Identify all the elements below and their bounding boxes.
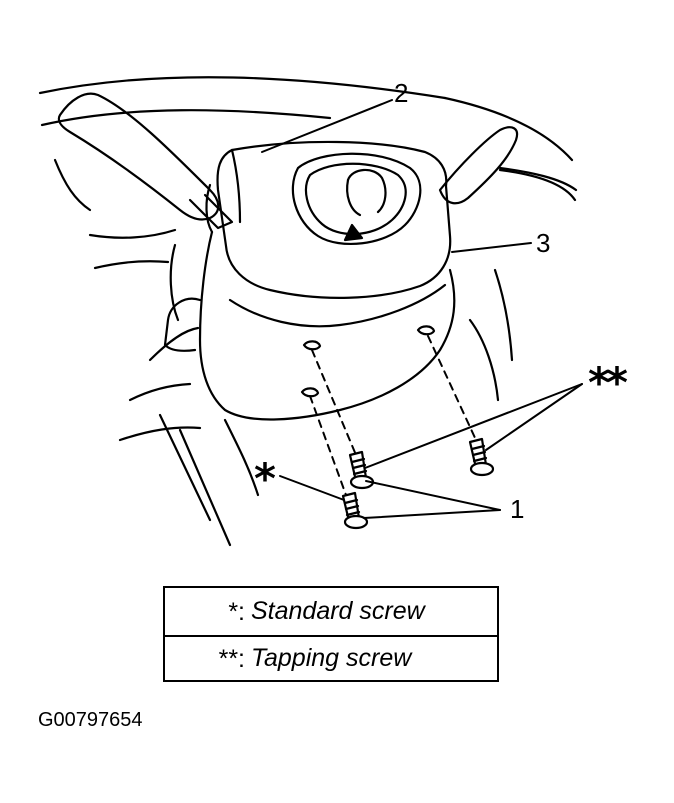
right-lever [438, 126, 578, 205]
legend-row-standard: *: Standard screw [165, 588, 497, 637]
figure-code: G00797654 [38, 709, 143, 731]
left-lever [57, 92, 234, 230]
standard-screw [341, 491, 369, 530]
upper-column-cover [205, 140, 452, 299]
tapping-screw-mark: ** [588, 358, 628, 407]
callout-3: 3 [536, 228, 551, 258]
legend-key: **: [218, 645, 245, 673]
leader-lines [261, 99, 583, 519]
legend-row-tapping: **: Tapping screw [165, 635, 497, 682]
legend-text: Tapping screw [251, 644, 412, 672]
installation-guide-lines [309, 335, 477, 496]
dashboard-outline [38, 76, 577, 547]
legend-text: Standard screw [251, 597, 425, 625]
lower-column-cover [163, 230, 456, 421]
callout-2: 2 [394, 78, 409, 108]
callout-1: 1 [510, 494, 525, 524]
standard-screw-mark: * [254, 454, 276, 503]
screw-legend-table: *: Standard screw **: Tapping screw [163, 586, 499, 682]
tapping-screw-right [468, 437, 495, 477]
legend-key: *: [228, 598, 245, 626]
